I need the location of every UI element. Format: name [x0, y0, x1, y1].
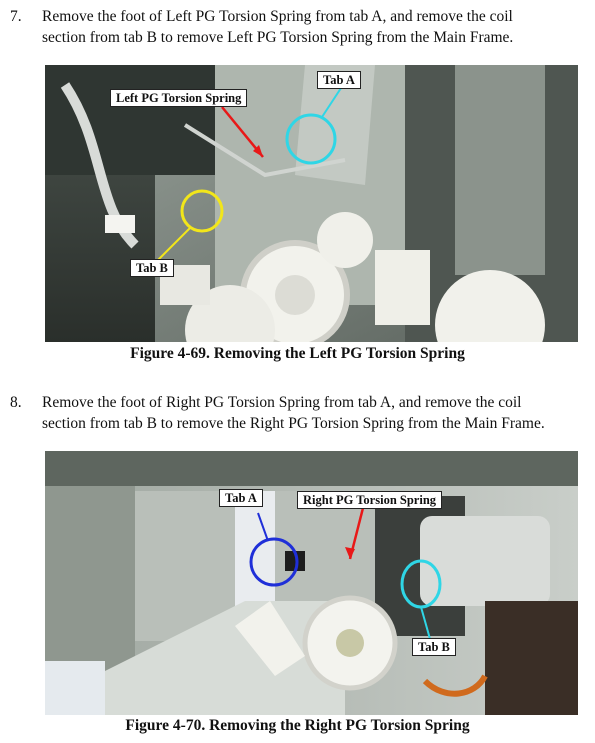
figure-caption: Figure 4-70. Removing the Right PG Torsi… — [125, 717, 470, 734]
step-text-line: section from tab B to remove Left PG Tor… — [42, 29, 514, 46]
figure-caption: Figure 4-69. Removing the Left PG Torsio… — [130, 345, 465, 362]
callout-left-pg-torsion-spring: Left PG Torsion Spring — [110, 89, 248, 107]
callout-tab-a: Tab A — [219, 489, 263, 507]
annotation-overlay — [156, 84, 344, 262]
callout-tab-b: Tab B — [130, 259, 174, 277]
printer-mechanism-photo — [45, 65, 578, 342]
tab-b-marker — [400, 559, 442, 609]
tab-b-marker — [180, 189, 224, 233]
tab-a-marker — [249, 537, 299, 587]
callout-tab-b: Tab B — [412, 638, 456, 656]
figure-4-70-photo: Tab A Right PG Torsion Spring Tab B — [45, 451, 578, 715]
step-number: 8. — [10, 394, 22, 411]
step-number: 7. — [10, 8, 22, 25]
step-text-line: section from tab B to remove the Right P… — [42, 415, 545, 432]
callout-right-pg-torsion-spring: Right PG Torsion Spring — [297, 491, 443, 509]
annotation-overlay — [249, 507, 442, 640]
step-text-line: Remove the foot of Right PG Torsion Spri… — [42, 394, 522, 411]
tab-a-marker — [285, 113, 337, 165]
figure-4-69-photo: Left PG Torsion Spring Tab A Tab B — [45, 65, 578, 342]
step-text-line: Remove the foot of Left PG Torsion Sprin… — [42, 8, 513, 25]
callout-tab-a: Tab A — [317, 71, 361, 89]
